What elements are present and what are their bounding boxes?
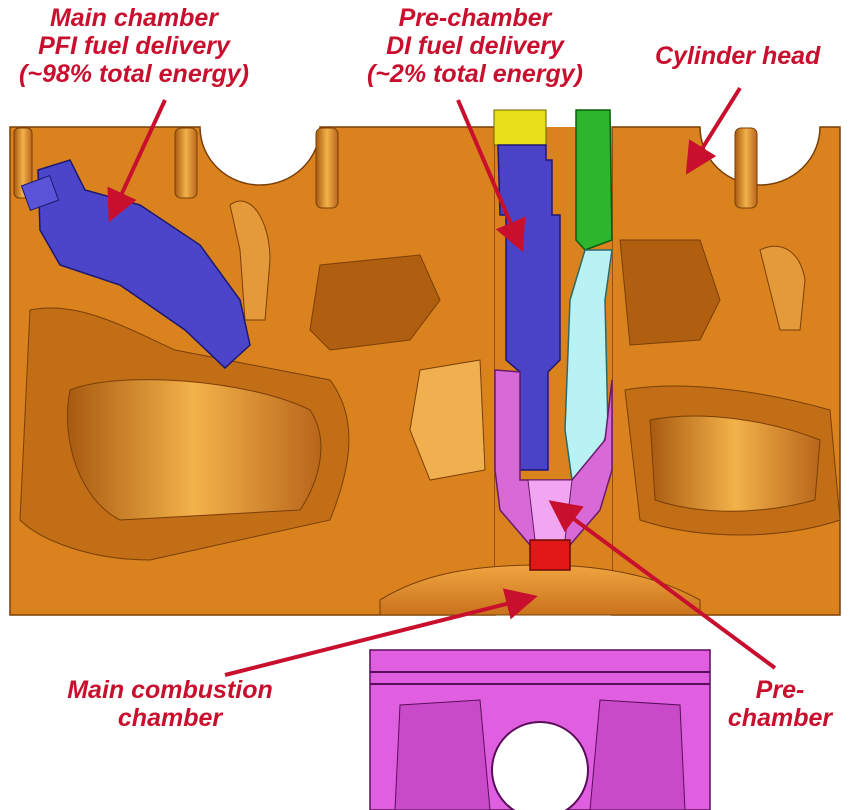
- label-line: PFI fuel delivery: [38, 32, 230, 60]
- label-main-combustion-chamber: Main combustion chamber: [20, 676, 320, 732]
- label-line: Pre-: [755, 676, 805, 704]
- arrow-pre-di: [456, 99, 526, 253]
- label-prechamber-di: Pre-chamber DI fuel delivery (~2% total …: [350, 4, 600, 88]
- spark-plug: [564, 109, 613, 481]
- label-line: Cylinder head: [655, 42, 821, 70]
- arrow-cyl-head: [685, 86, 742, 175]
- arrow-main-pfi: [107, 99, 167, 223]
- label-main-chamber-pfi: Main chamber PFI fuel delivery (~98% tot…: [0, 4, 268, 88]
- label-line: chamber: [727, 704, 833, 732]
- pfi-injector: [20, 159, 251, 370]
- label-prechamber: Pre- chamber: [718, 676, 842, 732]
- label-line: (~2% total energy): [366, 60, 584, 88]
- label-line: Main combustion: [67, 676, 273, 704]
- label-line: DI fuel delivery: [386, 32, 564, 60]
- piston: [369, 649, 711, 810]
- label-line: chamber: [117, 704, 223, 732]
- arrow-main-comb: [224, 588, 538, 677]
- label-line: Pre-chamber: [398, 4, 552, 32]
- label-cylinder-head: Cylinder head: [655, 42, 852, 70]
- arrow-prechamber: [548, 500, 777, 670]
- label-line: (~98% total energy): [19, 60, 249, 88]
- label-line: Main chamber: [49, 4, 219, 32]
- cylinder-head: [9, 126, 841, 616]
